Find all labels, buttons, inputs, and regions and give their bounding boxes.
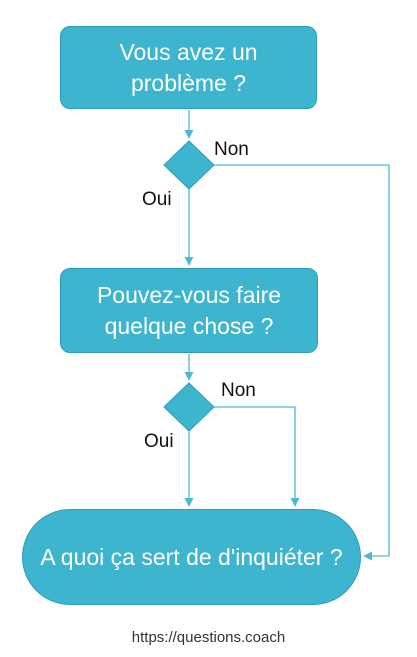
node-problem: Vous avez un problème ? [60,26,317,109]
decision-diamond-1 [163,140,215,190]
connector-decision-2-non [214,406,300,507]
footer-url: https://questions.coach [131,629,286,646]
decision-diamond-2 [163,382,215,432]
label-oui-2: Oui [144,431,174,452]
node-worry-text: A quoi ça sert de d'inquiéter ? [40,543,343,570]
node-problem-text: Vous avez un problème ? [119,38,258,96]
connector-decision-1-non [214,164,390,561]
label-oui-1: Oui [142,189,172,210]
node-action-text: Pouvez-vous faire quelque chose ? [96,281,282,339]
label-non-1: Non [214,139,249,160]
node-action: Pouvez-vous faire quelque chose ? [60,268,318,353]
label-non-2: Non [221,380,256,401]
node-worry: A quoi ça sert de d'inquiéter ? [22,509,361,605]
